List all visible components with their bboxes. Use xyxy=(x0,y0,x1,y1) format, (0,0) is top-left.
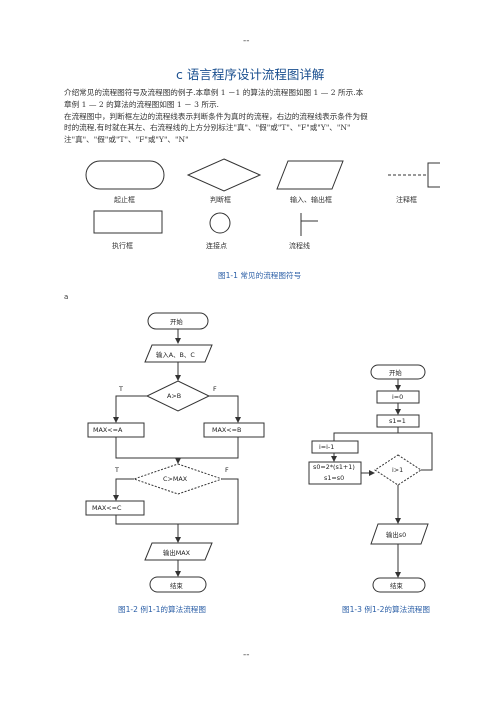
fig3-start-text: 开始 xyxy=(389,369,402,377)
fig2-assign-b-text: MAX<=B xyxy=(212,426,242,434)
label-connector: 连接点 xyxy=(206,242,227,250)
fig2-assign-a-text: MAX<=A xyxy=(93,426,123,434)
fig2-true2-label: T xyxy=(115,466,119,474)
fig2-output-node xyxy=(144,542,213,561)
fig2-cond2-text: C>MAX xyxy=(163,475,188,483)
fig3-caption: 图1-3 例1-2的算法流程图 xyxy=(342,605,430,614)
io-symbol xyxy=(276,160,344,190)
fig2-input-node xyxy=(144,344,213,363)
label-decision: 判断框 xyxy=(210,196,231,204)
label-comment: 注释框 xyxy=(396,196,417,204)
connector-symbol xyxy=(209,212,231,234)
fig2-end-text: 结束 xyxy=(170,582,183,590)
fig3-end-node xyxy=(372,577,426,593)
fig2-assign-b-node xyxy=(203,422,265,438)
fig3-dec-node xyxy=(311,440,359,454)
header-mark: -- xyxy=(243,36,250,46)
process-symbol xyxy=(93,210,163,234)
fig3-output-text: 输出s0 xyxy=(386,531,407,539)
fig3-dec-text: i=i-1 xyxy=(319,443,335,451)
fig3-end-text: 结束 xyxy=(390,582,403,590)
fig2-end-node xyxy=(149,576,207,593)
fig2-cond1-node xyxy=(145,380,211,412)
fig2-cond2-node xyxy=(132,463,224,495)
decision-symbol xyxy=(186,158,262,192)
fig3-cond-node xyxy=(374,454,422,486)
terminal-symbol xyxy=(85,160,165,190)
intro-line-5: 注"真"、"假"或"T"、"F"或"Y"、"N" xyxy=(64,135,189,144)
fig2-assign-c-text: MAX<=C xyxy=(92,504,122,512)
fig2-start-text: 开始 xyxy=(170,318,183,326)
fig2-input-text: 输入A、B、C xyxy=(156,351,195,359)
comment-bracket xyxy=(427,162,440,188)
label-process: 执行框 xyxy=(112,242,133,250)
fig2-true1-label: T xyxy=(119,385,123,393)
fig3-init-s-text: s1=1 xyxy=(389,417,406,425)
fig1-caption: 图1-1 常见的流程图符号 xyxy=(218,271,302,280)
fig2-marker: a xyxy=(64,293,69,301)
footer-mark: -- xyxy=(243,650,250,660)
fig2-false1-label: F xyxy=(213,385,217,393)
fig2-assign-c-node xyxy=(85,500,145,516)
label-terminal: 起止框 xyxy=(114,196,135,204)
fig3-output-node xyxy=(370,523,429,545)
fig2-caption: 图1-2 例1-1的算法流程图 xyxy=(118,605,206,614)
fig2-output-text: 输出MAX xyxy=(163,549,191,557)
intro-line-4: 时的流程,有时就在其左、右流程线的上方分别标注"真"、"假"或"T"、"F"或"… xyxy=(64,123,351,132)
page-title: c 语言程序设计流程图详解 xyxy=(176,67,325,82)
fig2-false2-label: F xyxy=(225,466,229,474)
fig3-calc-text: s0=2*(s1+1) xyxy=(313,463,355,471)
label-io: 输入、输出框 xyxy=(290,196,332,204)
fig2-cond1-text: A>B xyxy=(167,392,182,400)
intro-line-1: 介绍常见的流程图符号及流程图的例子.本章例 1 －1 的算法的流程图如图 1 —… xyxy=(64,88,364,97)
fig3-init-i-text: i=0 xyxy=(392,393,404,401)
fig3-cond-text: i>1 xyxy=(392,466,404,474)
intro-line-3: 在流程图中，判断框左边的流程线表示判断条件为真时的流程，右边的流程线表示条件为假 xyxy=(64,112,368,121)
intro-line-2: 章例 1 — 2 的算法的流程图如图 1 － 3 所示. xyxy=(64,100,219,109)
fig3-calc2-text: s1=s0 xyxy=(324,474,345,482)
label-flowline: 流程线 xyxy=(289,242,310,250)
